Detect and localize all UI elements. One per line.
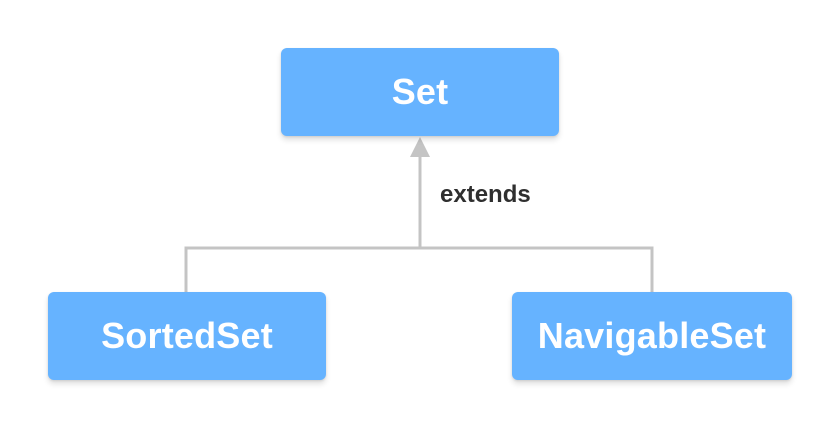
node-sortedset: SortedSet <box>48 292 326 380</box>
arrowhead-icon <box>410 137 430 157</box>
node-set-label: Set <box>391 71 449 112</box>
node-set: Set <box>281 48 559 136</box>
node-sortedset-label: SortedSet <box>101 315 273 356</box>
edge-label-extends: extends <box>440 181 531 208</box>
node-navigableset: NavigableSet <box>512 292 792 380</box>
node-navigableset-label: NavigableSet <box>537 315 767 356</box>
